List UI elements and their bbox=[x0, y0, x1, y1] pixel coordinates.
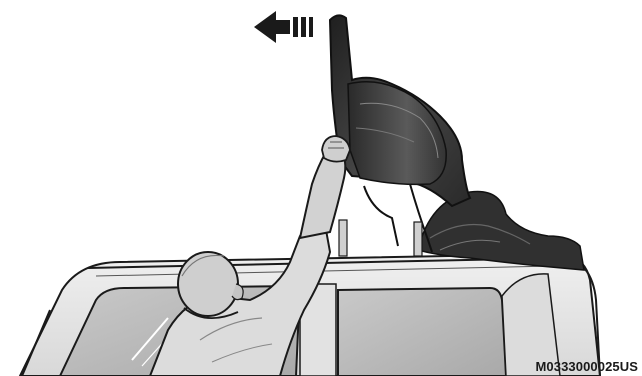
soft-top bbox=[330, 15, 584, 270]
figure-code-label: M0333000025US bbox=[536, 359, 639, 374]
arrow-left-icon bbox=[254, 11, 313, 43]
